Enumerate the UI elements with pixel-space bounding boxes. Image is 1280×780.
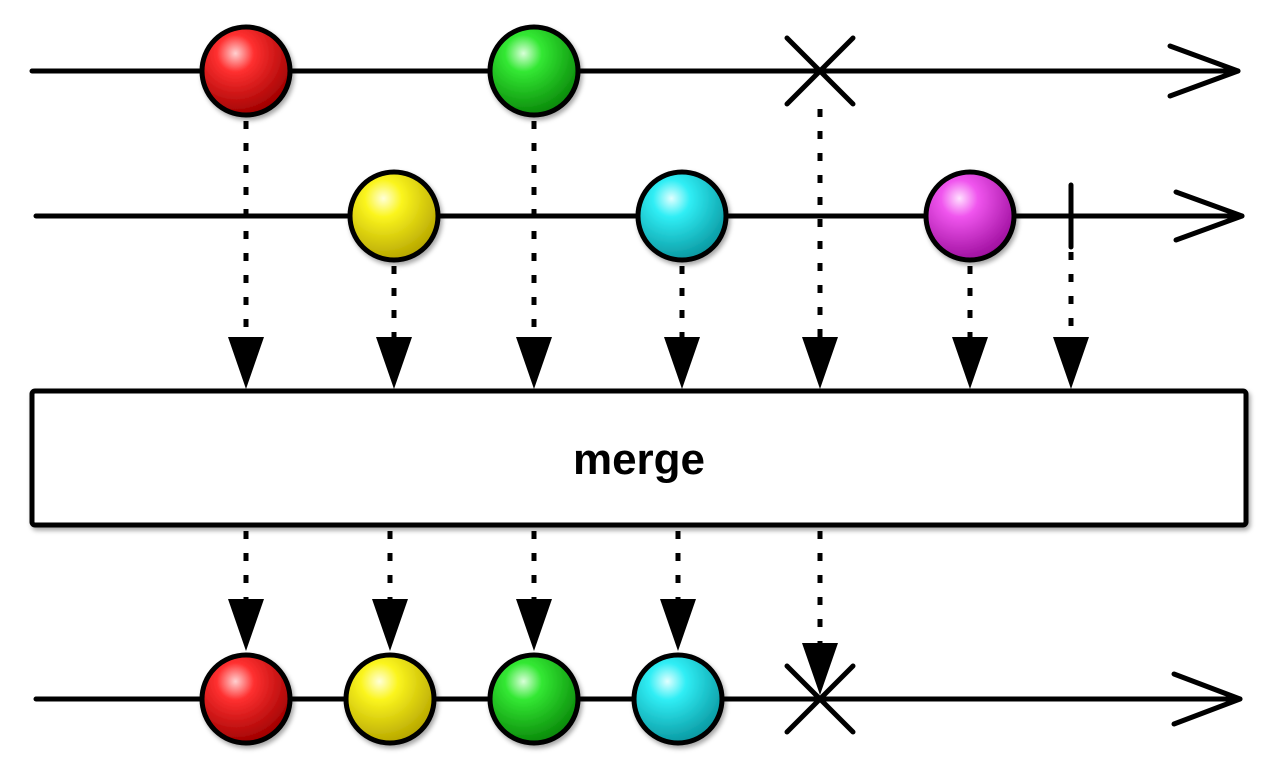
input-1-connector-2 — [516, 121, 552, 389]
input-2-marble-magenta — [923, 169, 1017, 263]
input-2-connector-1 — [376, 266, 412, 389]
timeline-2-arrowhead — [1173, 189, 1245, 243]
input-2-connector-3 — [952, 266, 988, 389]
output-marble-cyan — [631, 652, 725, 746]
output-connector-1 — [228, 531, 264, 651]
input-1-marble-red — [199, 24, 293, 118]
input-2-connector-2 — [664, 266, 700, 389]
input-1-connector-3 — [802, 109, 838, 389]
output-marble-green — [487, 652, 581, 746]
input-1-error-icon — [784, 35, 856, 107]
output-connector-2 — [372, 531, 408, 651]
operator-label: merge — [573, 435, 705, 484]
input-1-marble-green — [487, 24, 581, 118]
timeline-1-arrowhead — [1167, 43, 1241, 99]
input-1-connector-1 — [228, 121, 264, 389]
output-connector-3 — [516, 531, 552, 651]
connectors — [228, 109, 1089, 695]
input-2-marble-cyan — [635, 169, 729, 263]
input-2-connector-4 — [1053, 252, 1089, 389]
events — [199, 24, 1074, 746]
output-marble-red — [199, 652, 293, 746]
operator-box: merge — [29, 388, 1249, 528]
output-connector-4 — [660, 531, 696, 651]
output-marble-yellow — [343, 652, 437, 746]
output-timeline-arrowhead — [1171, 671, 1243, 727]
operator-box-rect — [29, 388, 1249, 528]
output-error-icon — [784, 663, 856, 735]
output-connector-5 — [802, 531, 838, 695]
input-2-marble-yellow — [347, 169, 441, 263]
